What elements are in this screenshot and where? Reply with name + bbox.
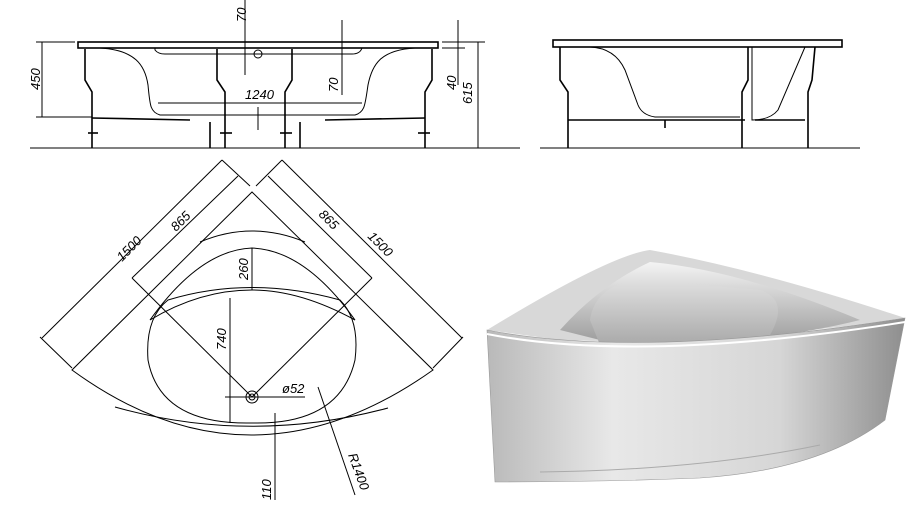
side-view xyxy=(540,39,860,149)
outline xyxy=(71,191,434,436)
seat xyxy=(149,247,356,321)
bathtub-3d-render xyxy=(486,250,906,483)
dimension-lines xyxy=(36,0,485,148)
overflow-recess xyxy=(154,47,363,55)
dim-450: 450 xyxy=(28,68,43,90)
front-rim-inner xyxy=(114,406,389,427)
dim-110: 110 xyxy=(259,479,274,500)
tub-seat xyxy=(590,280,778,347)
apron xyxy=(486,317,906,483)
apron-seam xyxy=(539,444,821,473)
seat-profile xyxy=(751,46,806,121)
dim-70-inner: 70 xyxy=(326,77,341,92)
dim-740: 740 xyxy=(214,328,229,350)
rim xyxy=(552,39,843,48)
dim-r1400: R1400 xyxy=(345,451,372,493)
seat-back xyxy=(199,230,306,243)
top-view: 1500 865 865 1500 260 740 ø52 R1400 110 xyxy=(39,159,464,500)
bowl xyxy=(147,287,357,424)
dim-615: 615 xyxy=(460,82,475,104)
dim-drain-52: ø52 xyxy=(282,381,305,396)
dim-1500-left: 1500 xyxy=(114,233,146,265)
dim-40: 40 xyxy=(444,75,459,90)
dim-1500-right: 1500 xyxy=(365,229,397,261)
dim-70-top: 70 xyxy=(234,7,249,22)
front-view: 70 450 1240 70 40 615 xyxy=(28,0,520,149)
dimension-lines xyxy=(39,159,464,500)
rim-highlight xyxy=(486,321,906,348)
dim-1240: 1240 xyxy=(245,87,275,102)
bowl-profile xyxy=(589,46,740,118)
dim-865-left: 865 xyxy=(168,208,194,234)
rim xyxy=(77,41,439,49)
drain-icon xyxy=(253,49,263,59)
support-legs xyxy=(84,49,433,148)
support-legs xyxy=(559,46,816,148)
dim-260: 260 xyxy=(236,258,251,281)
dim-865-right: 865 xyxy=(316,207,342,233)
